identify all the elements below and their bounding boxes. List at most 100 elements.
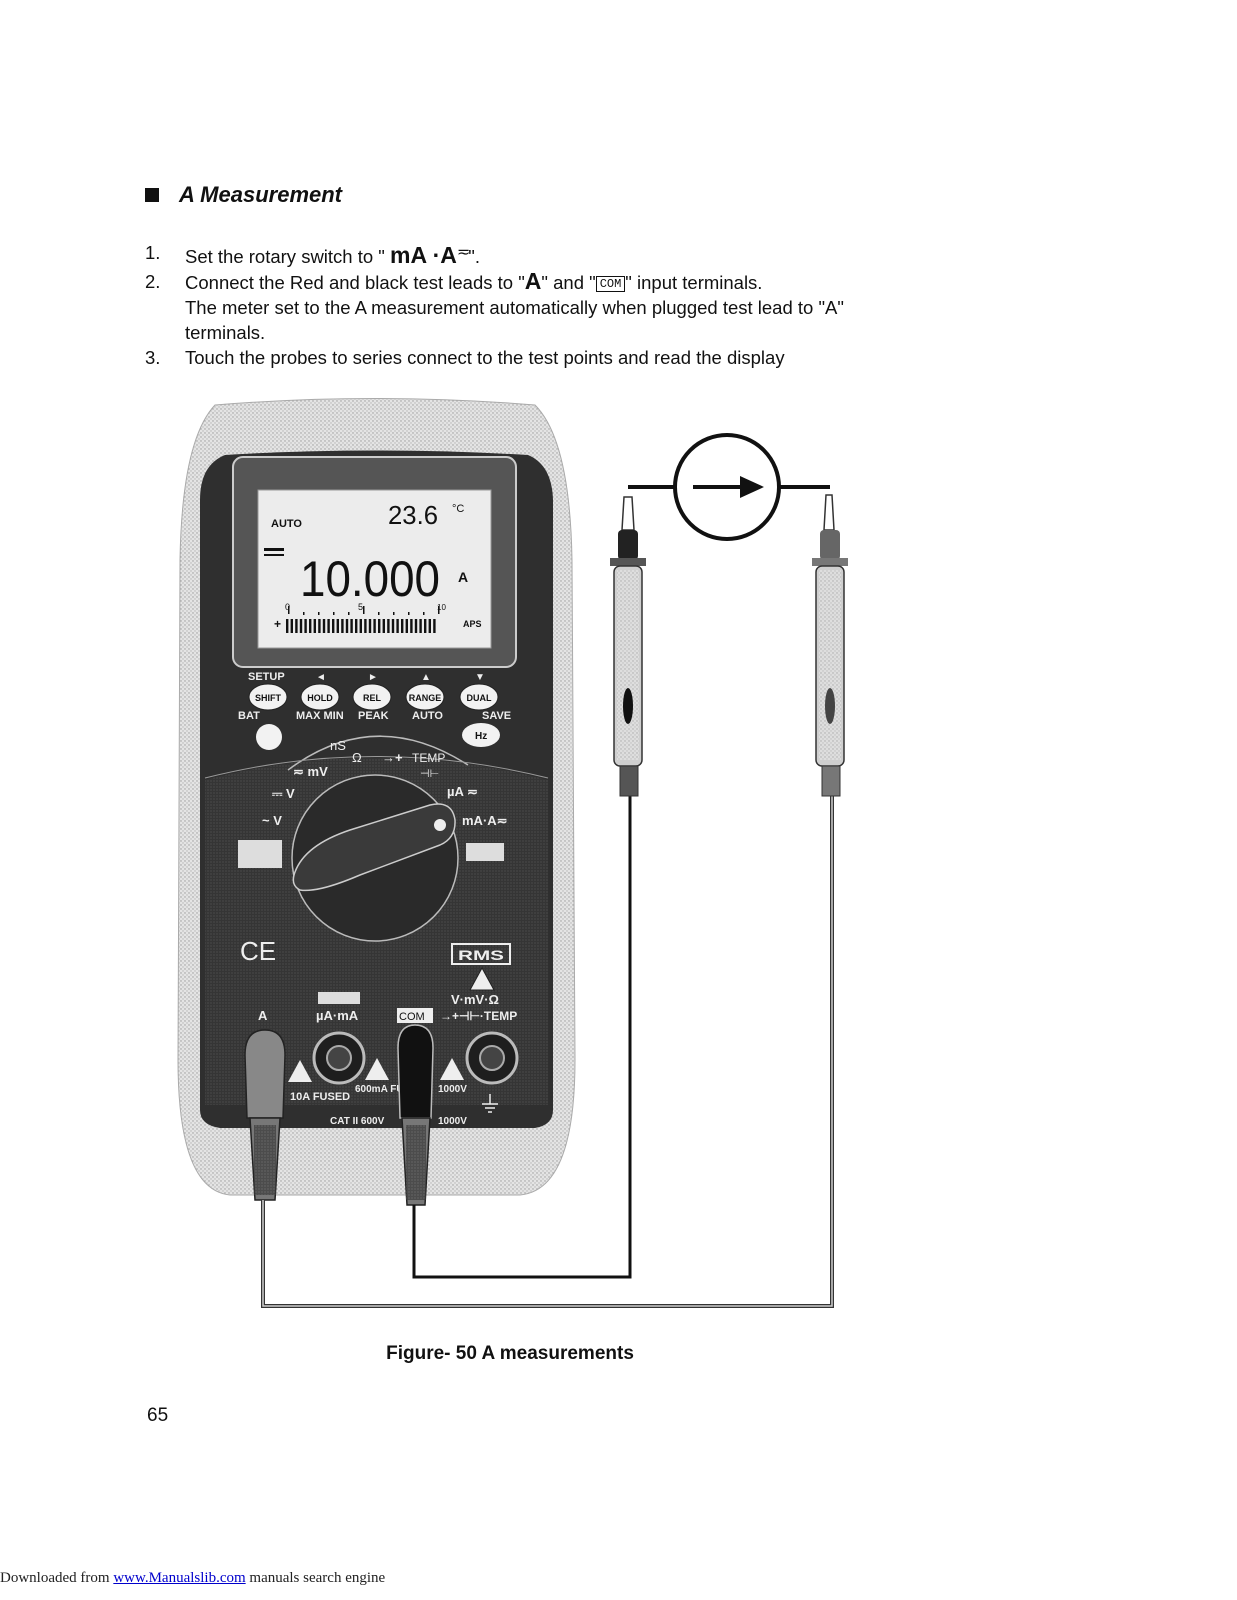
dial-label-dcv: ⎓ V bbox=[272, 786, 295, 801]
bargraph-segment bbox=[355, 619, 358, 633]
bargraph-segment bbox=[295, 619, 298, 633]
bargraph-segment bbox=[419, 619, 422, 633]
hz-button[interactable] bbox=[462, 723, 500, 747]
bargraph-segment bbox=[304, 619, 307, 633]
terminal-label-temp: →+⊣⊢·TEMP bbox=[440, 1009, 517, 1023]
dial-pointer-dot bbox=[434, 819, 446, 831]
scale-tick bbox=[378, 612, 380, 615]
warning-triangle-icon bbox=[365, 1058, 389, 1080]
bargraph-segment bbox=[359, 619, 362, 633]
function-button-rel[interactable] bbox=[352, 683, 392, 711]
lcd-bargraph bbox=[286, 606, 440, 633]
ground-icon bbox=[482, 1094, 498, 1113]
scale-tick bbox=[333, 612, 335, 615]
ua-ma-jack-inner bbox=[326, 1045, 352, 1071]
function-button-shift[interactable] bbox=[248, 683, 288, 711]
dial-arc bbox=[287, 735, 469, 771]
lcd-bar-plus: + bbox=[274, 617, 281, 631]
bargraph-segment bbox=[309, 619, 312, 633]
scale-tick bbox=[393, 612, 395, 615]
lcd-sub-unit: °C bbox=[452, 503, 464, 515]
lcd-aps-label: APS bbox=[463, 619, 482, 629]
button-bottom-label: MAX MIN bbox=[296, 710, 344, 722]
scale-tick bbox=[423, 612, 425, 615]
bargraph-segment bbox=[286, 619, 289, 633]
function-button-hold[interactable] bbox=[300, 683, 340, 711]
scale-tick bbox=[288, 606, 290, 614]
bargraph-segment bbox=[373, 619, 376, 633]
bargraph-segment bbox=[350, 619, 353, 633]
steps-list: 1. Set the rotary switch to " mA ·A≂". 2… bbox=[145, 240, 885, 370]
dial-label-ma: mA·A≂ bbox=[462, 813, 508, 828]
terminal-label-com: COM bbox=[399, 1011, 425, 1023]
bargraph-segment bbox=[345, 619, 349, 633]
rms-badge bbox=[451, 943, 511, 965]
bargraph-segment bbox=[341, 619, 344, 633]
rating-1000v-cat: 1000V bbox=[438, 1116, 467, 1127]
scale-tick bbox=[438, 606, 440, 614]
bargraph-segment bbox=[414, 619, 418, 633]
function-button-dual[interactable] bbox=[459, 683, 499, 711]
square-bullet-icon bbox=[145, 188, 159, 202]
hz-button-label: Hz bbox=[475, 731, 487, 742]
bargraph-segment bbox=[401, 619, 404, 633]
dial-label-diode: →+ bbox=[382, 750, 403, 765]
bargraph-segment bbox=[322, 619, 326, 633]
terminal-label-a: A bbox=[258, 1008, 268, 1023]
list-item: 1. Set the rotary switch to " mA ·A≂". bbox=[145, 242, 481, 268]
left-label-patch bbox=[238, 840, 282, 868]
warning-triangle-icon bbox=[440, 1058, 464, 1080]
function-button-label: HOLD bbox=[307, 693, 333, 703]
bargraph-segment bbox=[405, 619, 408, 633]
mode-symbol: mA ·A bbox=[390, 242, 457, 268]
left-plug-ridges bbox=[254, 1125, 276, 1195]
heading-title: A Measurement bbox=[179, 182, 343, 207]
rotary-dial-knob[interactable] bbox=[292, 803, 456, 892]
rms-label: RMS bbox=[458, 947, 504, 963]
function-button-range[interactable] bbox=[405, 683, 445, 711]
left-plug-boot bbox=[244, 1029, 286, 1119]
bargraph-segment bbox=[424, 619, 427, 633]
black-lead-wire bbox=[412, 795, 632, 1279]
manualslib-link[interactable]: www.Manualslib.com bbox=[113, 1570, 246, 1586]
button-top-label: ▼ bbox=[475, 672, 485, 683]
scale-tick bbox=[303, 612, 305, 615]
ac-dc-wave-icon: ≂ bbox=[456, 244, 470, 261]
terminal-label-v: V·mV·Ω bbox=[451, 992, 499, 1007]
com-plug-boot bbox=[397, 1024, 434, 1119]
bargraph-segment bbox=[368, 619, 372, 633]
bargraph-segment bbox=[318, 619, 321, 633]
right-label-patch bbox=[466, 843, 504, 861]
list-item: 3. Touch the probes to series connect to… bbox=[145, 347, 785, 368]
terminal-symbol: A bbox=[524, 268, 542, 294]
bargraph-segment bbox=[378, 619, 381, 633]
lcd-scale-start: 0 bbox=[285, 602, 290, 612]
lcd-main-unit: A bbox=[458, 569, 468, 585]
list-item: 2. Connect the Red and black test leads … bbox=[145, 268, 844, 344]
dial-label-ohm: Ω bbox=[352, 750, 362, 765]
warning-triangle-icon bbox=[469, 966, 495, 991]
rating-1000v: 1000V bbox=[438, 1084, 467, 1095]
bargraph-segment bbox=[387, 619, 390, 633]
dial-label-cap: ⊣⊢ bbox=[420, 768, 439, 780]
figure-caption: Figure- 50 A measurements bbox=[386, 1343, 634, 1364]
bargraph-segment bbox=[364, 619, 367, 633]
button-top-label: SETUP bbox=[248, 671, 285, 683]
rating-cat: CAT II 600V bbox=[330, 1116, 385, 1127]
button-bottom-label: PEAK bbox=[358, 710, 389, 722]
red-lead-wire-inner bbox=[262, 795, 833, 1307]
button-top-labels: SETUP◄►▲▼ bbox=[248, 671, 485, 683]
button-top-label: ▲ bbox=[421, 672, 431, 683]
dial-label-temp: TEMP bbox=[412, 751, 445, 765]
function-button-label: RANGE bbox=[409, 693, 442, 703]
red-probe bbox=[812, 494, 848, 797]
bargraph-segment bbox=[428, 619, 431, 633]
power-button[interactable] bbox=[256, 724, 282, 750]
bargraph-segment bbox=[382, 619, 385, 633]
scale-tick bbox=[363, 606, 365, 614]
page-number: 65 bbox=[147, 1405, 169, 1426]
button-top-label: ► bbox=[368, 672, 378, 683]
function-button-label: SHIFT bbox=[255, 693, 282, 703]
